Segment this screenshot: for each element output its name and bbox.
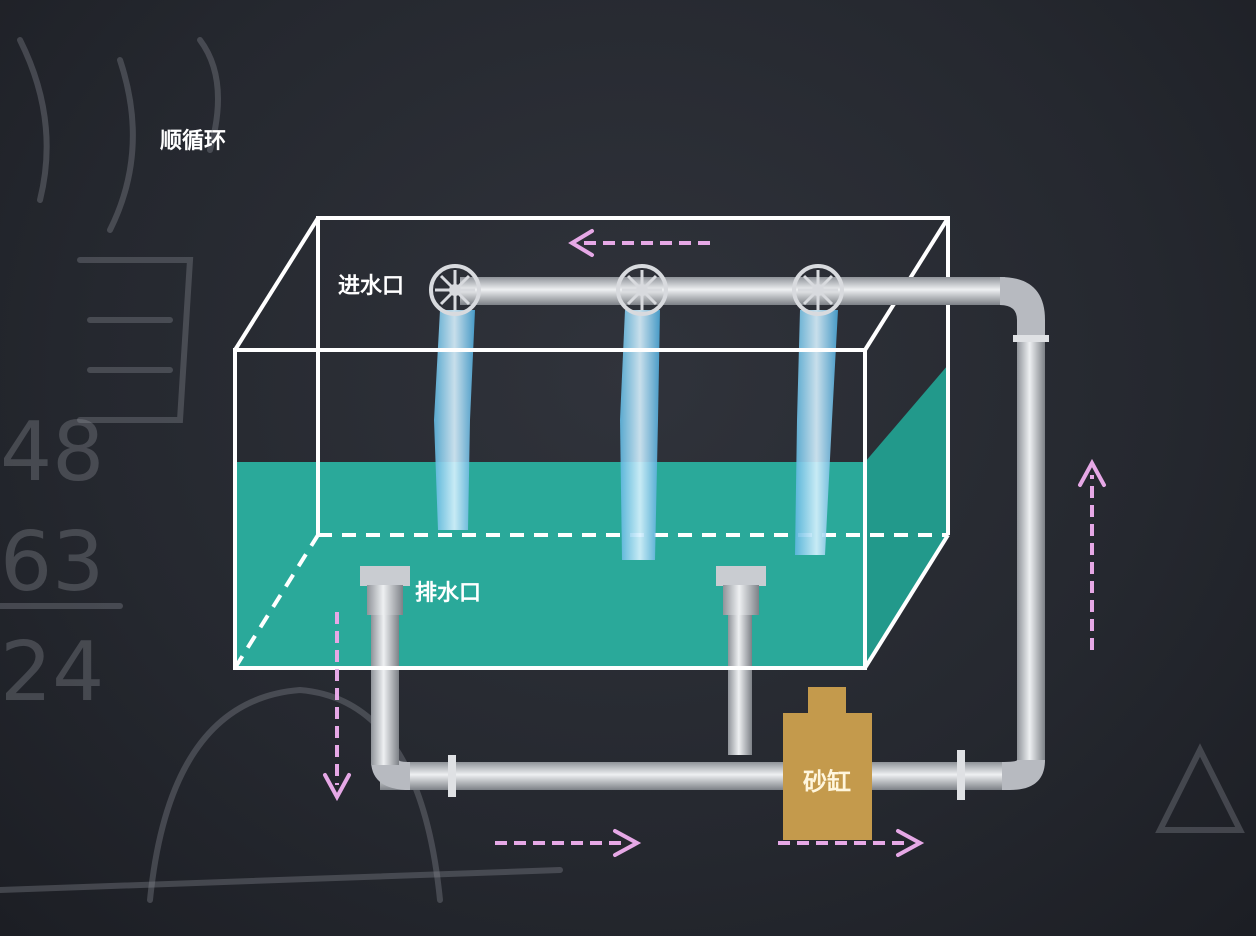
pool-front-outline — [233, 348, 867, 670]
chalk-number: 48 — [0, 405, 104, 500]
drain-fittings — [360, 566, 766, 615]
valve-wheel-icon — [616, 264, 668, 316]
chalk-number: 63 — [0, 515, 104, 610]
water-streams — [434, 310, 838, 560]
inlet-label: 进水口 — [338, 274, 404, 299]
sand-tank-label: 砂缸 — [803, 768, 851, 796]
chalk-number: 24 — [0, 625, 104, 720]
pool-water — [235, 365, 948, 668]
chalk-background: 48 63 24 — [0, 37, 1245, 903]
sand-tank — [783, 687, 872, 840]
valve-wheel-icon — [429, 264, 481, 316]
flow-arrows — [335, 241, 1094, 845]
outlet-label: 排水口 — [415, 581, 481, 606]
diagram-title: 顺循环 — [160, 128, 226, 154]
valve-wheel-icon — [792, 264, 844, 316]
inlet-valves — [429, 264, 844, 316]
return-pipe — [371, 277, 1049, 800]
arrow-heads — [323, 229, 1106, 857]
